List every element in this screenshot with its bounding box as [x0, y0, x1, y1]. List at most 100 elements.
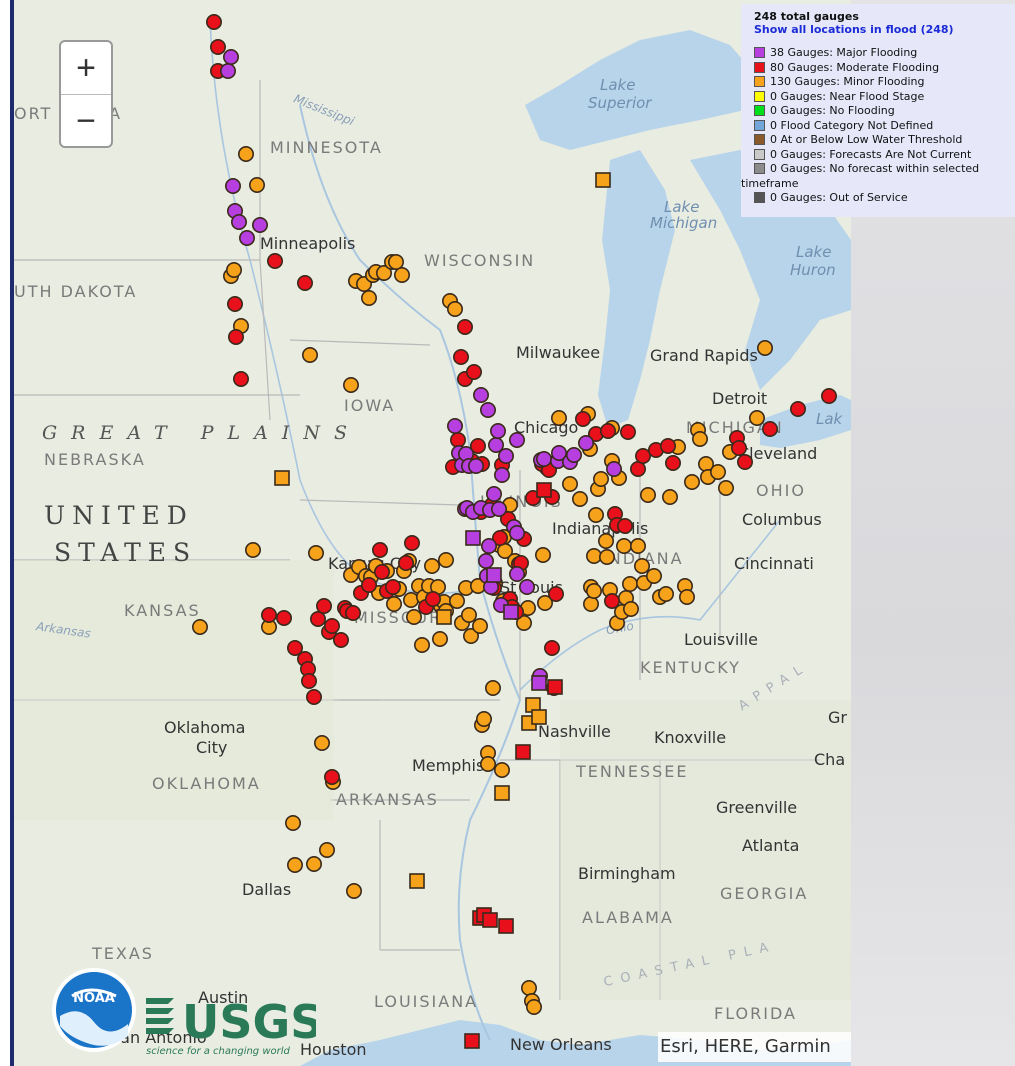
- gauge-minor[interactable]: [446, 300, 463, 317]
- gauge-minor[interactable]: [385, 595, 402, 612]
- gauge-minor[interactable]: [284, 814, 301, 831]
- gauge-moderate[interactable]: [424, 590, 441, 607]
- gauge-major[interactable]: [490, 500, 507, 517]
- show-all-in-flood-link[interactable]: Show all locations in flood (248): [754, 23, 954, 36]
- gauge-minor[interactable]: [683, 473, 700, 490]
- gauge-minor[interactable]: [226, 261, 243, 278]
- gauge-minor[interactable]: [585, 582, 602, 599]
- gauge-minor[interactable]: [493, 761, 510, 778]
- gauge-moderate-square[interactable]: [547, 679, 563, 695]
- gauge-minor[interactable]: [592, 470, 609, 487]
- gauge-minor[interactable]: [342, 376, 359, 393]
- gauge-major[interactable]: [480, 537, 497, 554]
- gauge-moderate-square[interactable]: [464, 1033, 480, 1049]
- gauge-major[interactable]: [497, 447, 514, 464]
- gauge-minor-square[interactable]: [274, 470, 290, 486]
- gauge-major[interactable]: [223, 48, 240, 65]
- gauge-moderate[interactable]: [309, 610, 326, 627]
- gauge-moderate[interactable]: [456, 318, 473, 335]
- gauge-minor[interactable]: [286, 856, 303, 873]
- gauge-minor[interactable]: [345, 882, 362, 899]
- gauge-major-square[interactable]: [503, 604, 519, 620]
- gauge-minor-square[interactable]: [409, 873, 425, 889]
- gauge-minor-square[interactable]: [531, 709, 547, 725]
- gauge-major-square[interactable]: [465, 530, 481, 546]
- gauge-moderate[interactable]: [296, 274, 313, 291]
- gauge-moderate[interactable]: [634, 447, 651, 464]
- gauge-major[interactable]: [479, 401, 496, 418]
- gauge-major[interactable]: [231, 214, 248, 231]
- gauge-minor[interactable]: [423, 557, 440, 574]
- gauge-major[interactable]: [472, 386, 489, 403]
- gauge-moderate[interactable]: [206, 14, 223, 30]
- gauge-moderate[interactable]: [664, 454, 681, 471]
- gauge-moderate[interactable]: [227, 295, 244, 312]
- gauge-moderate[interactable]: [323, 768, 340, 785]
- gauge-major[interactable]: [565, 446, 582, 463]
- gauge-minor-square[interactable]: [436, 609, 452, 625]
- gauge-minor[interactable]: [305, 855, 322, 872]
- gauge-minor[interactable]: [475, 710, 492, 727]
- gauge-minor[interactable]: [534, 546, 551, 563]
- gauge-minor[interactable]: [520, 979, 537, 996]
- gauge-moderate[interactable]: [449, 431, 466, 448]
- gauge-minor[interactable]: [615, 537, 632, 554]
- gauge-moderate[interactable]: [574, 410, 591, 427]
- gauge-moderate[interactable]: [789, 400, 806, 417]
- gauge-minor[interactable]: [515, 614, 532, 631]
- gauge-minor[interactable]: [387, 254, 404, 271]
- gauge-moderate[interactable]: [761, 420, 778, 437]
- gauge-moderate[interactable]: [371, 541, 388, 558]
- gauge-minor[interactable]: [571, 490, 588, 507]
- gauge-minor[interactable]: [318, 841, 335, 858]
- gauge-minor[interactable]: [301, 346, 318, 363]
- zoom-out-button[interactable]: −: [61, 94, 111, 147]
- gauge-moderate[interactable]: [616, 517, 633, 534]
- gauge-moderate[interactable]: [228, 328, 245, 345]
- gauge-moderate[interactable]: [465, 363, 482, 380]
- gauge-minor[interactable]: [471, 617, 488, 634]
- gauge-minor[interactable]: [550, 409, 567, 426]
- gauge-minor[interactable]: [621, 575, 638, 592]
- gauge-minor[interactable]: [756, 339, 773, 356]
- gauge-minor[interactable]: [393, 266, 410, 283]
- gauge-moderate[interactable]: [210, 38, 227, 55]
- gauge-major[interactable]: [508, 524, 525, 541]
- zoom-in-button[interactable]: +: [76, 48, 96, 87]
- gauge-minor[interactable]: [717, 479, 734, 496]
- gauge-minor[interactable]: [313, 734, 330, 751]
- gauge-minor[interactable]: [629, 537, 646, 554]
- gauge-minor[interactable]: [249, 177, 266, 194]
- gauge-minor[interactable]: [375, 264, 392, 281]
- gauge-moderate[interactable]: [491, 529, 508, 546]
- gauge-moderate[interactable]: [820, 387, 837, 404]
- gauge-minor[interactable]: [657, 585, 674, 602]
- gauge-moderate-square[interactable]: [498, 918, 514, 934]
- gauge-major[interactable]: [489, 422, 506, 439]
- gauge-moderate-square[interactable]: [515, 744, 531, 760]
- gauge-moderate[interactable]: [233, 370, 250, 387]
- gauge-moderate[interactable]: [543, 639, 560, 656]
- gauge-markers[interactable]: [14, 0, 851, 1066]
- gauge-moderate[interactable]: [659, 437, 676, 454]
- gauge-major[interactable]: [477, 552, 494, 569]
- gauge-minor[interactable]: [484, 679, 501, 696]
- gauge-minor[interactable]: [678, 588, 695, 605]
- gauge-major[interactable]: [252, 217, 269, 234]
- flood-gauge-map[interactable]: Lake Superior Lake Michigan Lake Huron L…: [14, 0, 851, 1066]
- gauge-moderate[interactable]: [286, 639, 303, 656]
- gauge-moderate-square[interactable]: [536, 482, 552, 498]
- gauge-minor-square[interactable]: [494, 785, 510, 801]
- gauge-minor[interactable]: [413, 636, 430, 653]
- gauge-minor[interactable]: [587, 506, 604, 523]
- gauge-major-square[interactable]: [486, 567, 502, 583]
- gauge-major[interactable]: [518, 578, 535, 595]
- gauge-moderate[interactable]: [323, 617, 340, 634]
- gauge-moderate[interactable]: [384, 578, 401, 595]
- gauge-major[interactable]: [508, 431, 525, 448]
- gauge-minor[interactable]: [748, 409, 765, 426]
- gauge-moderate[interactable]: [397, 554, 414, 571]
- gauge-minor[interactable]: [561, 475, 578, 492]
- gauge-moderate[interactable]: [599, 422, 616, 439]
- gauge-moderate[interactable]: [360, 576, 377, 593]
